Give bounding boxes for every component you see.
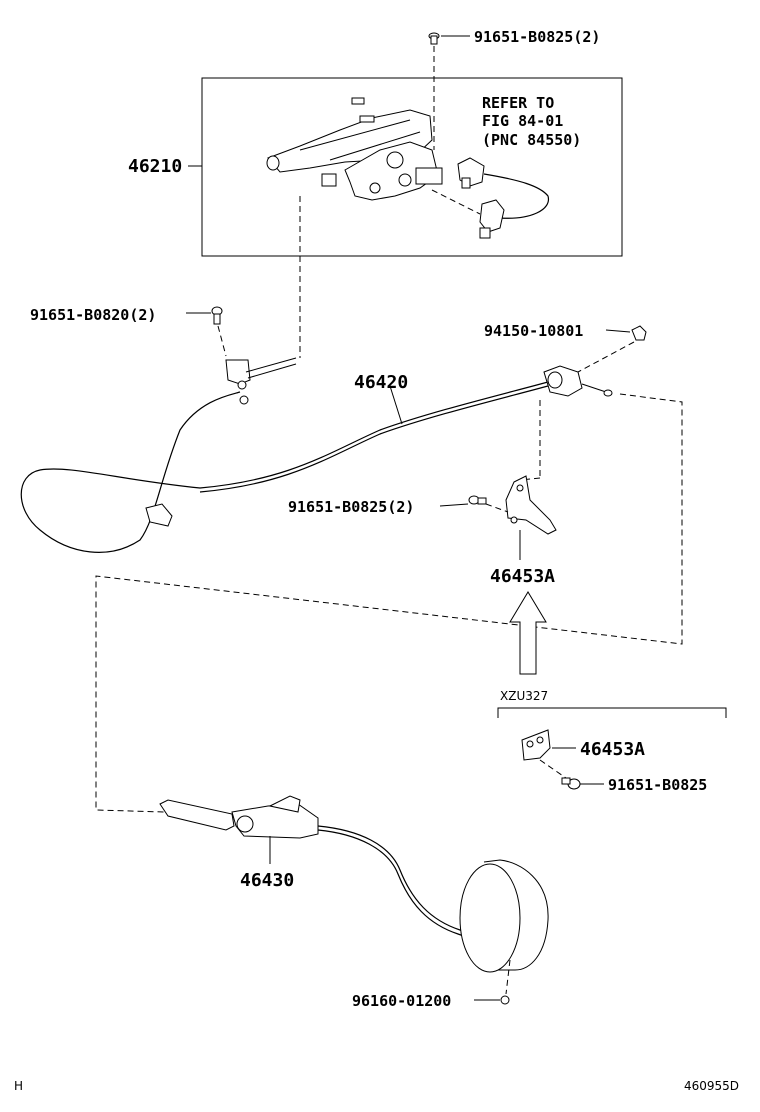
label-bolt-mid: 91651-B0825(2) [288,498,414,516]
bolt-mid-icon [468,495,487,505]
label-nut: 94150-10801 [484,322,583,340]
clip-icon [500,995,510,1005]
bolt-top-icon [428,32,440,45]
label-lever-assy: 46210 [128,156,182,177]
bolt-left-icon [211,306,223,325]
up-arrow-icon [509,591,547,675]
brake-switch-icon [457,157,549,239]
label-bracket: 46453A [490,566,555,587]
label-variant: XZU327 [500,689,548,703]
footer-right: 460955D [684,1079,739,1093]
bolt-variant-icon [561,777,581,790]
label-front-cable: 46420 [354,372,408,393]
label-bolt-variant: 91651-B0825 [608,776,707,794]
label-rear-cable: 46430 [240,870,294,891]
label-bracket-variant: 46453A [580,739,645,760]
bracket-icon [505,475,557,535]
lever-handle-icon [266,97,443,201]
bracket-variant-icon [521,729,551,761]
footer-left: H [14,1079,23,1093]
label-clip: 96160-01200 [352,992,451,1010]
front-cable-icon [20,357,613,553]
nut-icon [631,325,647,341]
label-refer-3: (PNC 84550) [482,131,581,149]
label-bolt-left: 91651-B0820(2) [30,306,156,324]
label-bolt-top: 91651-B0825(2) [474,28,600,46]
brake-drum-icon [459,859,549,973]
label-refer-1: REFER TO [482,94,554,112]
label-refer-2: FIG 84-01 [482,112,563,130]
